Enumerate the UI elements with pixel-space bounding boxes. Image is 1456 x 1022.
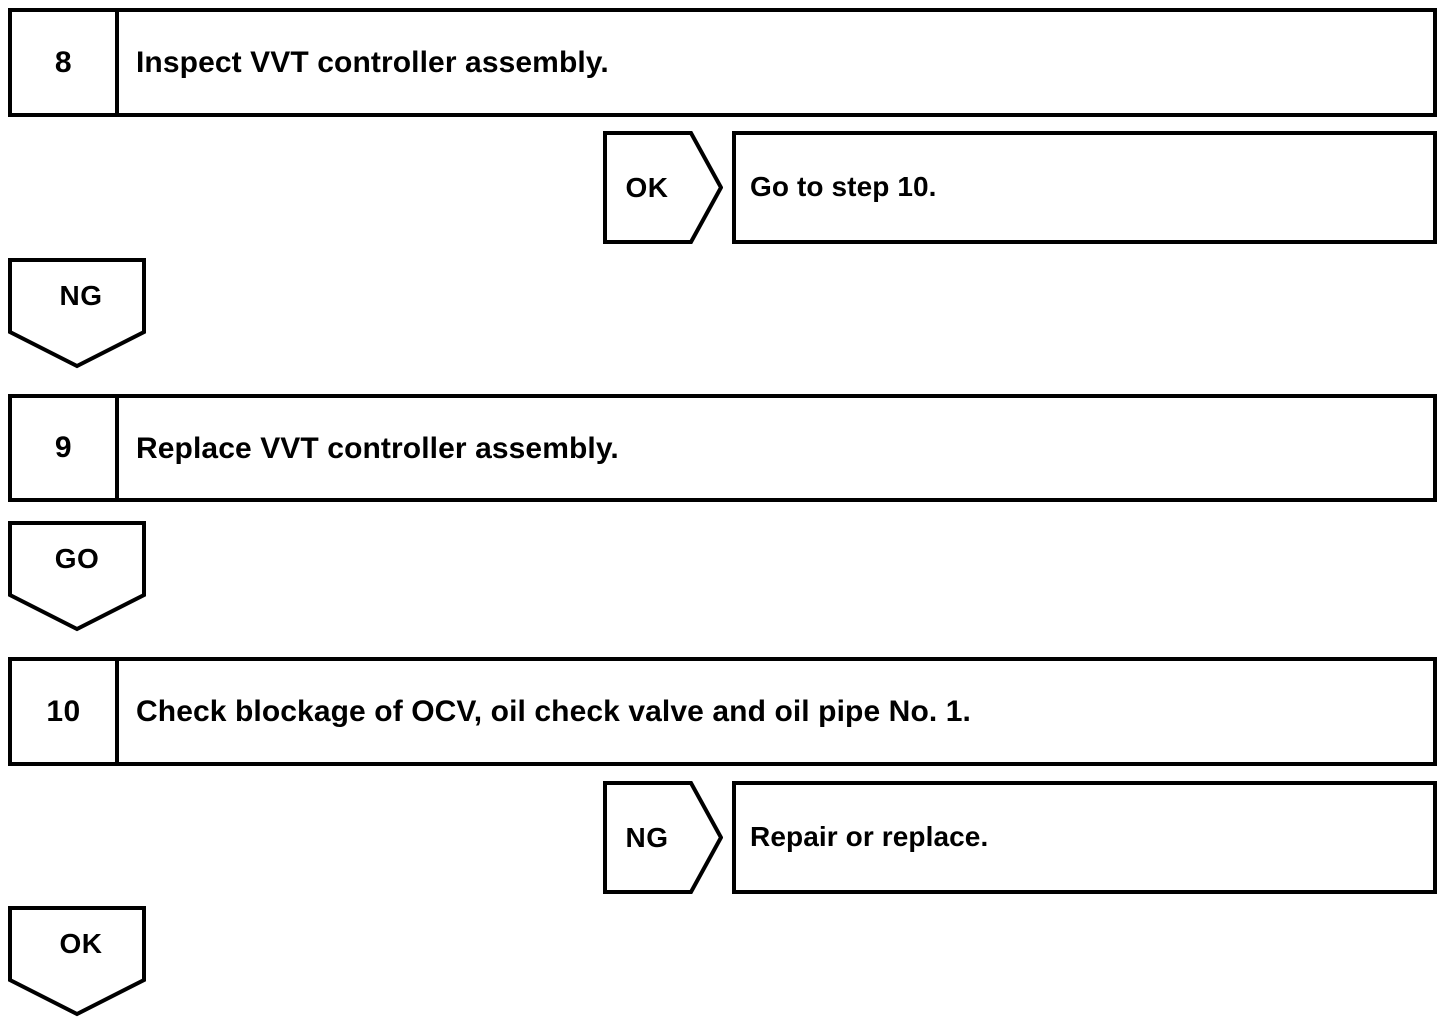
branch-label: OK — [625, 171, 669, 203]
branch-result-box: Go to step 10. — [732, 131, 1437, 244]
connector-go: GO — [8, 521, 146, 633]
branch-label: NG — [625, 821, 669, 853]
connector-label: OK — [59, 928, 103, 959]
step-row-10: 10 Check blockage of OCV, oil check valv… — [8, 657, 1437, 766]
step-row-9: 9 Replace VVT controller assembly. — [8, 394, 1437, 502]
step-number-cell: 8 — [12, 12, 119, 113]
branch-arrow-pentagon: NG — [603, 781, 723, 894]
branch-result-text: Repair or replace. — [750, 821, 989, 853]
connector-label: NG — [59, 280, 103, 311]
step-text-cell: Check blockage of OCV, oil check valve a… — [119, 661, 1433, 762]
step-instruction: Replace VVT controller assembly. — [136, 431, 619, 465]
connector-ok: OK — [8, 906, 146, 1018]
step-instruction: Inspect VVT controller assembly. — [136, 46, 609, 79]
step-number: 9 — [54, 431, 73, 464]
step-text-cell: Replace VVT controller assembly. — [119, 398, 1433, 498]
step-number: 10 — [46, 694, 81, 728]
branch-arrow-pentagon: OK — [603, 131, 723, 244]
branch-ng-repair-or-replace: NG Repair or replace. — [603, 781, 1437, 894]
connector-ng: NG — [8, 258, 146, 370]
branch-ok-go-to-step-10: OK Go to step 10. — [603, 131, 1437, 244]
step-number-cell: 10 — [12, 661, 119, 762]
step-text-cell: Inspect VVT controller assembly. — [119, 12, 1433, 113]
branch-result-text: Go to step 10. — [750, 171, 937, 203]
step-number: 8 — [54, 45, 73, 79]
step-number-cell: 9 — [12, 398, 119, 498]
step-instruction: Check blockage of OCV, oil check valve a… — [136, 695, 971, 728]
connector-label: GO — [54, 543, 100, 574]
branch-result-box: Repair or replace. — [732, 781, 1437, 894]
step-row-8: 8 Inspect VVT controller assembly. — [8, 8, 1437, 117]
